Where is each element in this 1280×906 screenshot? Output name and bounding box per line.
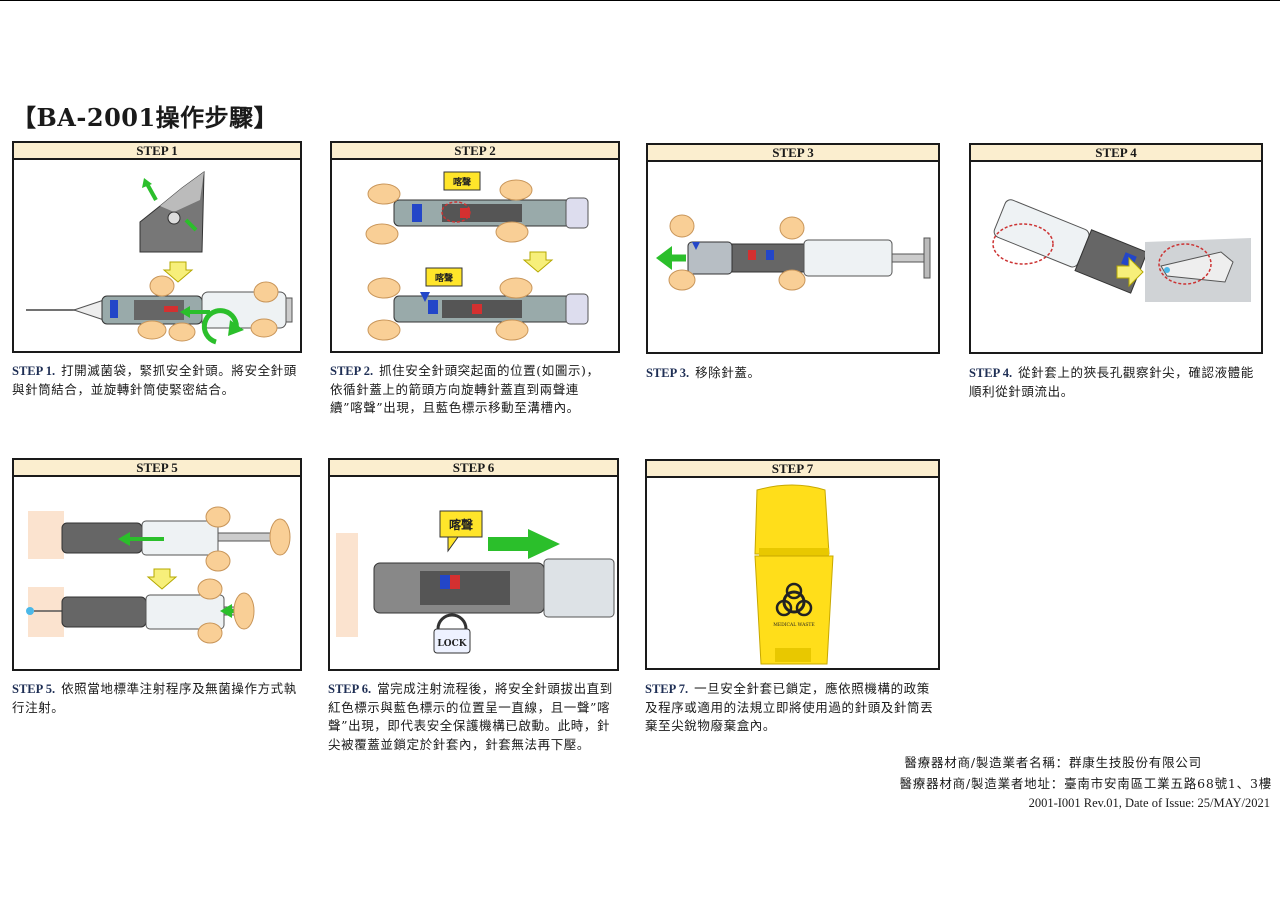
step-5-drawing [26,506,291,644]
step-1-label: STEP 1. [12,364,56,378]
step-2-label: STEP 2. [330,364,374,378]
step-4-drawing [992,199,1251,302]
step-2-description: STEP 2.抓住安全針頭突起面的位置(如圖示)，依循針蓋上的箭頭方向旋轉針蓋直… [330,362,610,418]
step-5-text: 依照當地標準注射程序及無菌操作方式執行注射。 [12,681,297,715]
step-6-text: 當完成注射流程後，將安全針頭拔出直到紅色標示與藍色標示的位置呈一直線，且一聲”喀… [328,681,613,752]
step-3-header: STEP 3 [646,143,940,162]
page-title: 【BA-2001操作步驟】 [12,103,279,132]
step-2-callout-2: 喀聲 [435,272,453,284]
step-3-panel: STEP 3 [646,143,940,354]
step-7-panel: STEP 7 MEDICAL WASTE [645,459,940,670]
step-4-header: STEP 4 [969,143,1263,162]
step-4-description: STEP 4.從針套上的狹長孔觀察針尖，確認液體能順利從針頭流出。 [969,364,1263,401]
step-1-description: STEP 1.打開滅菌袋，緊抓安全針頭。將安全針頭與針筒結合，並旋轉針筒使緊密結… [12,362,304,399]
step-5-panel: STEP 5 [12,458,302,671]
step-3-text: 移除針蓋。 [695,365,761,380]
step-7-header: STEP 7 [645,459,940,478]
step-6-panel: STEP 6 喀聲 LOCK [328,458,619,671]
step-1-illustration [12,160,302,353]
step-7-drawing: MEDICAL WASTE [754,484,834,665]
step-4-text: 從針套上的狹長孔觀察針尖，確認液體能順利從針頭流出。 [969,365,1254,399]
step-2-drawing: 喀聲 喀聲 [365,171,589,341]
step-7-label: STEP 7. [645,682,689,696]
step-3-description: STEP 3. 移除針蓋。 [646,364,936,383]
manufacturer-address: 醫療器材商/製造業者地址：臺南市安南區工業五路68號1、3樓 [899,776,1272,791]
step-2-callout-1: 喀聲 [453,176,471,188]
step-4-panel: STEP 4 [969,143,1263,354]
step-7-illustration: MEDICAL WASTE [645,478,940,670]
step-5-header: STEP 5 [12,458,302,477]
step-2-panel: STEP 2 喀聲 [330,141,620,353]
step-3-illustration [646,162,940,354]
step-6-drawing: 喀聲 LOCK [336,510,615,654]
step-1-panel: STEP 1 [12,141,302,353]
step-6-lock-label: LOCK [437,639,467,649]
step-1-drawing [26,170,293,345]
step-6-description: STEP 6.當完成注射流程後，將安全針頭拔出直到紅色標示與藍色標示的位置呈一直… [328,680,618,754]
step-5-illustration [12,477,302,671]
step-7-text: 一旦安全針套已鎖定，應依照機構的政策及程序或適用的法規立即將使用過的針頭及針筒丟… [645,681,934,733]
step-7-description: STEP 7.一旦安全針套已鎖定，應依照機構的政策及程序或適用的法規立即將使用過… [645,680,939,736]
step-6-label: STEP 6. [328,682,372,696]
manufacturer-name: 醫療器材商/製造業者名稱：群康生技股份有限公司 [904,755,1202,770]
top-border-line [0,0,1280,1]
step-3-drawing [656,214,931,291]
revision-info: 2001-I001 Rev.01, Date of Issue: 25/MAY/… [1028,796,1270,810]
step-3-label: STEP 3. [646,366,690,380]
step-4-label: STEP 4. [969,366,1013,380]
step-2-text: 抓住安全針頭突起面的位置(如圖示)，依循針蓋上的箭頭方向旋轉針蓋直到兩聲連續”喀… [330,363,600,415]
step-1-text: 打開滅菌袋，緊抓安全針頭。將安全針頭與針筒結合，並旋轉針筒使緊密結合。 [12,363,297,397]
step-2-header: STEP 2 [330,141,620,160]
step-6-callout: 喀聲 [449,517,473,532]
step-6-header: STEP 6 [328,458,619,477]
step-1-header: STEP 1 [12,141,302,160]
step-5-label: STEP 5. [12,682,56,696]
step-4-illustration [969,162,1263,354]
step-6-illustration: 喀聲 LOCK [328,477,619,671]
bin-label: MEDICAL WASTE [773,622,814,628]
step-5-description: STEP 5.依照當地標準注射程序及無菌操作方式執行注射。 [12,680,304,717]
step-2-illustration: 喀聲 喀聲 [330,160,620,353]
